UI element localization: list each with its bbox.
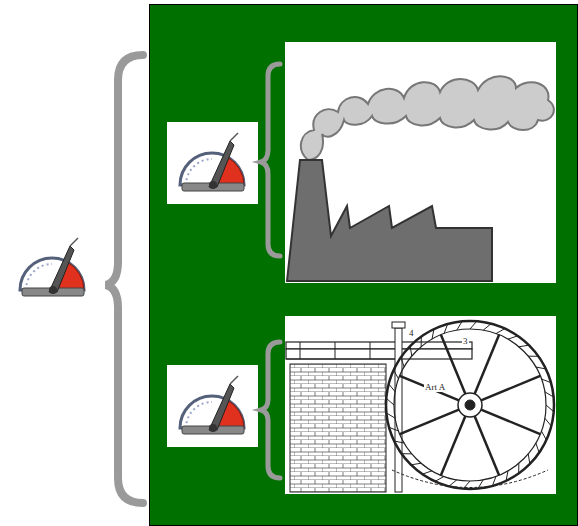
bucket xyxy=(411,463,421,465)
bucket xyxy=(389,427,399,431)
bucket xyxy=(528,356,538,357)
bucket xyxy=(394,441,404,443)
bucket xyxy=(536,443,539,453)
bucket xyxy=(496,329,505,334)
gauge-icon xyxy=(12,232,92,304)
bucket xyxy=(492,476,496,486)
bucket xyxy=(401,357,404,367)
gauge-icon xyxy=(172,127,252,199)
bucket xyxy=(508,336,518,339)
panel xyxy=(150,5,578,526)
bucket xyxy=(394,370,399,379)
bucket xyxy=(449,480,457,486)
callout-label: 4 xyxy=(408,328,415,338)
brace xyxy=(261,64,280,256)
gauge-icon xyxy=(172,370,252,442)
spoke xyxy=(441,416,465,475)
bucket xyxy=(402,453,412,454)
brace xyxy=(261,342,280,478)
brace xyxy=(106,55,143,503)
bucket xyxy=(389,384,395,392)
bucket xyxy=(386,398,394,405)
bucket xyxy=(536,367,546,369)
bucket xyxy=(545,392,554,397)
bucket xyxy=(518,463,519,473)
bucket xyxy=(410,346,412,356)
bucket xyxy=(541,379,551,383)
callout-label: Art A xyxy=(424,382,446,392)
bucket xyxy=(541,431,546,440)
spoke xyxy=(400,376,459,400)
spoke xyxy=(481,376,540,400)
spoke xyxy=(475,335,499,394)
spoke xyxy=(400,410,459,434)
bucket xyxy=(506,471,508,481)
bucket xyxy=(421,337,422,347)
picture-ground xyxy=(285,42,556,283)
callout-label: 3 xyxy=(462,336,469,346)
waterwheel xyxy=(286,321,554,492)
bucket xyxy=(444,324,448,334)
bucket xyxy=(386,413,395,418)
spoke xyxy=(481,410,540,434)
bucket xyxy=(528,454,530,464)
icon-ground xyxy=(167,365,258,447)
bucket xyxy=(546,405,554,412)
bucket xyxy=(483,324,491,330)
bucket xyxy=(435,476,444,481)
bucket xyxy=(519,345,529,347)
icon-ground xyxy=(167,122,258,204)
bucket xyxy=(432,329,434,339)
bucket xyxy=(457,321,462,330)
bucket xyxy=(422,471,432,474)
factory xyxy=(287,160,492,281)
bucket xyxy=(470,321,477,329)
smoke-cloud xyxy=(301,76,554,160)
spoke xyxy=(475,416,499,475)
picture-ground xyxy=(285,316,556,494)
bucket xyxy=(545,418,551,426)
